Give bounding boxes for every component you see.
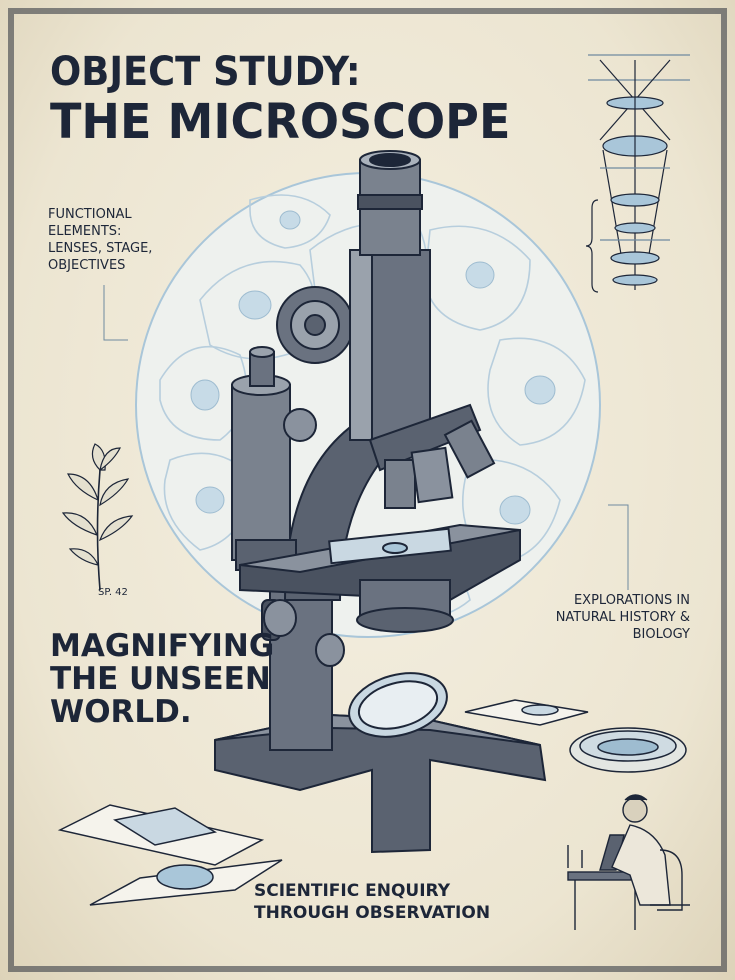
scientist-at-microscope-icon [567, 794, 690, 930]
glass-slide-icon [57, 804, 283, 906]
poster-title: OBJECT STUDY: THE MICROSCOPE [50, 52, 530, 146]
plant-sprig-icon [61, 443, 134, 591]
footer-line-2: THROUGH OBSERVATION [254, 903, 491, 923]
petri-dish-icon [464, 699, 687, 773]
specimen-label: SP. 42 [98, 587, 128, 598]
microscope-illustration [214, 150, 547, 854]
title-line-2: THE MICROSCOPE [50, 94, 511, 150]
headline: MAGNIFYING THE UNSEEN WORLD. [50, 630, 280, 729]
footer-tagline: SCIENTIFIC ENQUIRY THROUGH OBSERVATION [254, 880, 554, 924]
headline-line-3: WORLD. [50, 694, 192, 730]
headline-line-2: THE UNSEEN [50, 661, 271, 697]
lens-diagram-icon [585, 54, 690, 293]
headline-line-1: MAGNIFYING [50, 628, 275, 664]
footer-line-1: SCIENTIFIC ENQUIRY [254, 881, 451, 901]
explorations-caption: EXPLORATIONS IN NATURAL HISTORY & BIOLOG… [555, 593, 690, 642]
title-line-1: OBJECT STUDY: [50, 49, 361, 95]
functional-elements-caption: FUNCTIONAL ELEMENTS: LENSES, STAGE, OBJE… [48, 207, 153, 273]
